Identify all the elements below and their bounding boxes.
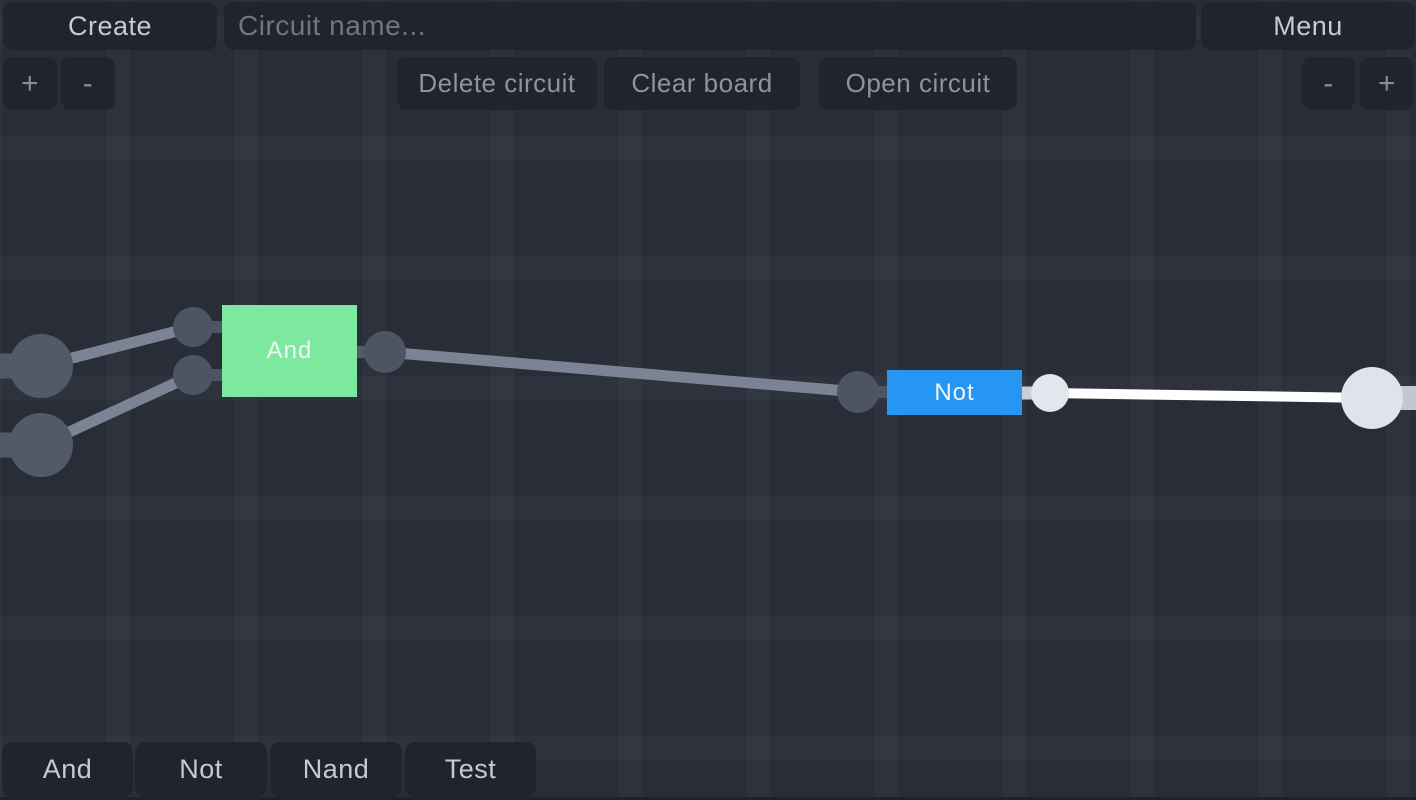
gate-output-active-node[interactable] (1031, 374, 1069, 412)
gate-output-node[interactable] (364, 331, 406, 373)
output-terminal-active-node[interactable] (1341, 367, 1403, 429)
open-circuit-button[interactable]: Open circuit (819, 57, 1017, 110)
input-terminal-node[interactable] (9, 413, 73, 477)
menu-button[interactable]: Menu (1201, 2, 1415, 50)
component-button-not[interactable]: Not (135, 742, 267, 797)
gate-input-node[interactable] (173, 307, 213, 347)
create-button[interactable]: Create (3, 2, 217, 50)
gate-label: And (266, 337, 313, 364)
component-button-test[interactable]: Test (405, 742, 536, 797)
clear-board-button[interactable]: Clear board (604, 57, 800, 110)
zoom-out-button-right[interactable]: - (1302, 57, 1355, 110)
zoom-in-button-left[interactable]: + (3, 57, 57, 110)
zoom-in-button-right[interactable]: + (1360, 57, 1414, 110)
circuit-name-input[interactable] (224, 2, 1196, 50)
gate-input-node[interactable] (837, 371, 879, 413)
and-gate[interactable]: And (222, 305, 357, 397)
zoom-out-button-left[interactable]: - (61, 57, 115, 110)
not-gate[interactable]: Not (887, 370, 1022, 415)
input-terminal-node[interactable] (9, 334, 73, 398)
gate-input-node[interactable] (173, 355, 213, 395)
component-button-nand[interactable]: Nand (270, 742, 402, 797)
wire-segment (384, 346, 859, 398)
component-button-and[interactable]: And (2, 742, 133, 797)
delete-circuit-button[interactable]: Delete circuit (397, 57, 597, 110)
gate-label: Not (934, 378, 975, 406)
wire-segment (1049, 388, 1373, 403)
bottom-edge-strip (0, 797, 1416, 800)
